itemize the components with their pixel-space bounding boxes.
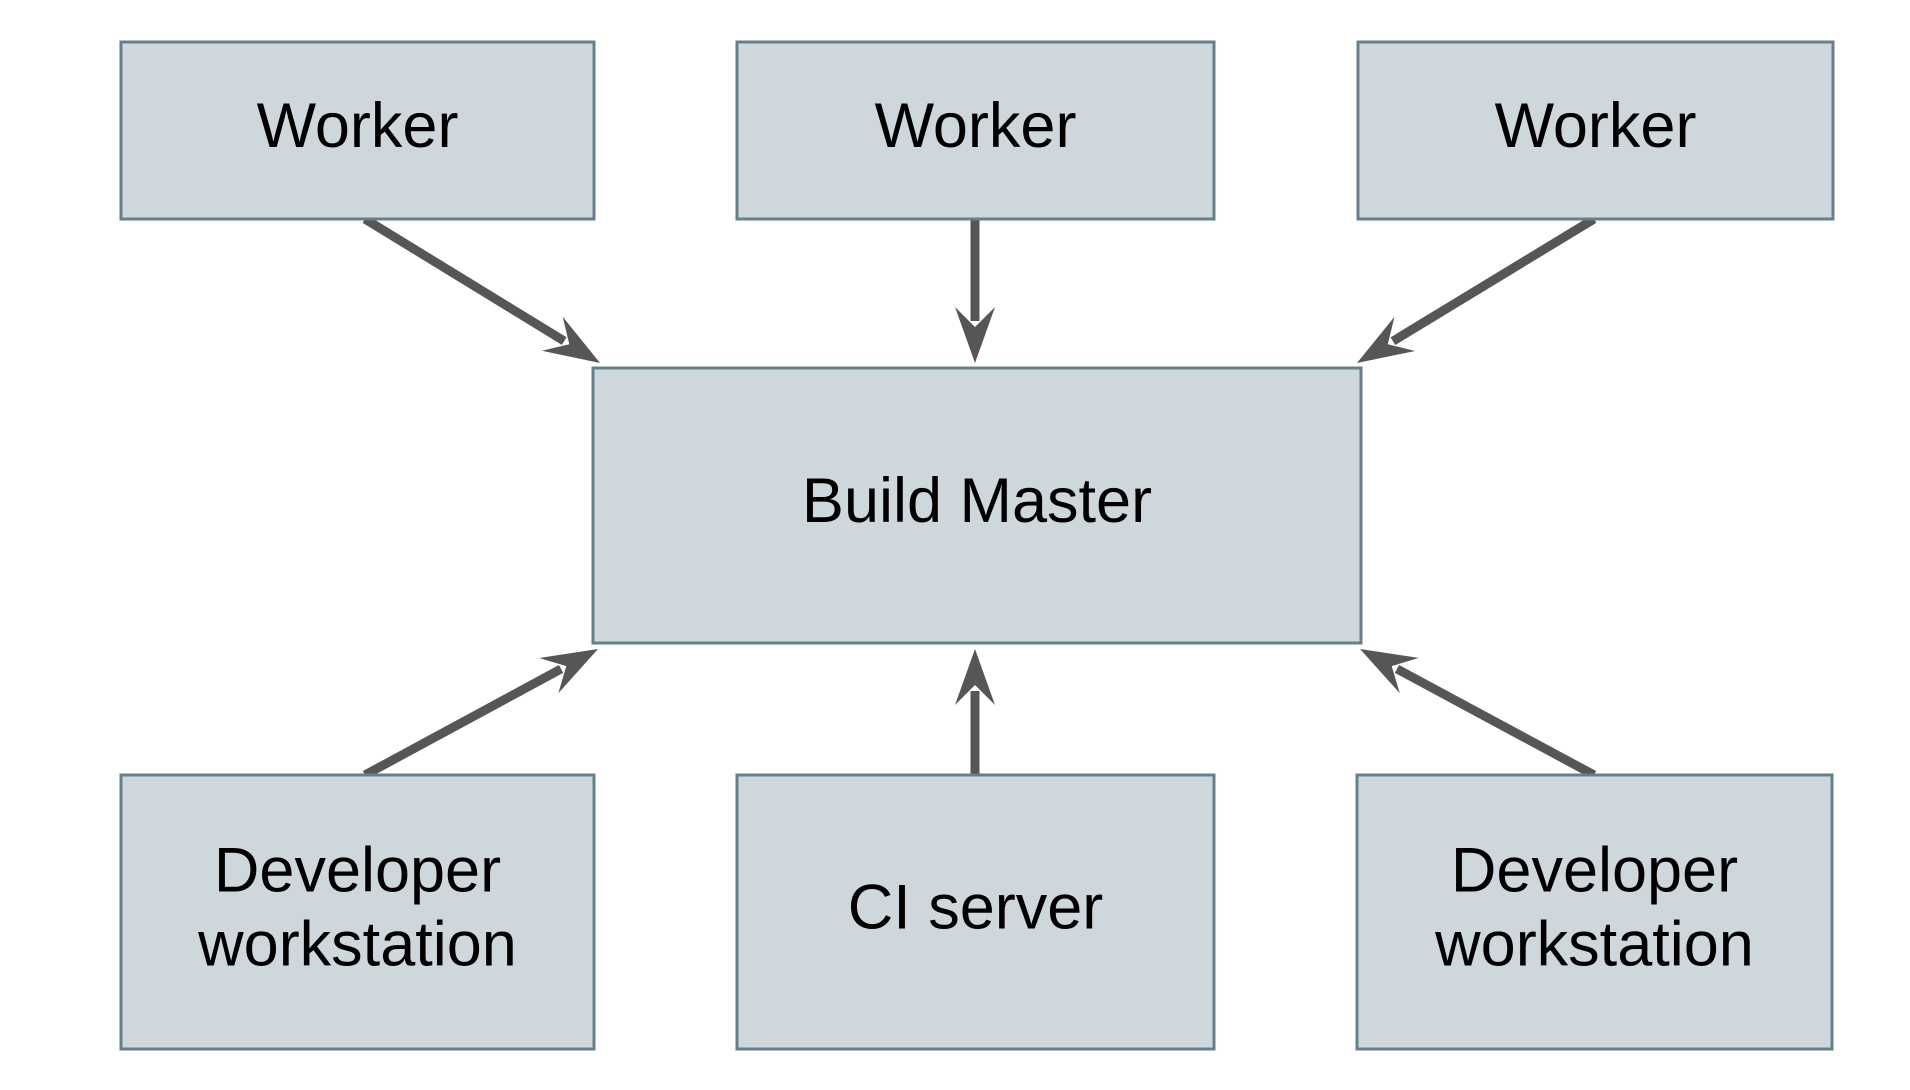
node-box[interactable] bbox=[735, 40, 1216, 221]
edge-dev-right-to-build-master bbox=[1360, 649, 1597, 779]
edge-line bbox=[1394, 664, 1597, 779]
node-box[interactable] bbox=[591, 366, 1363, 645]
edge-line bbox=[362, 665, 564, 779]
arrow-head-icon bbox=[1357, 316, 1416, 363]
arrow-head-icon bbox=[955, 649, 995, 705]
arrow-head-icon bbox=[1360, 649, 1419, 694]
node-label-line-1: Developer bbox=[1451, 836, 1738, 906]
node-box[interactable] bbox=[119, 40, 596, 221]
node-box[interactable] bbox=[119, 773, 596, 1051]
edge-worker-center-to-build-master bbox=[955, 219, 995, 363]
edge-worker-right-to-build-master bbox=[1357, 215, 1597, 363]
edge-line bbox=[1390, 215, 1597, 346]
arrow-head-icon bbox=[541, 316, 600, 363]
node-worker-right[interactable]: Worker bbox=[1356, 40, 1835, 221]
edge-line bbox=[362, 215, 567, 345]
node-worker-left[interactable]: Worker bbox=[119, 40, 596, 221]
node-box[interactable] bbox=[735, 773, 1216, 1051]
node-label: Build Master bbox=[802, 466, 1152, 536]
edge-dev-left-to-build-master bbox=[362, 649, 598, 779]
edges-layer bbox=[362, 215, 1597, 779]
node-box[interactable] bbox=[1355, 773, 1834, 1051]
node-ci-server[interactable]: CI server bbox=[735, 773, 1216, 1051]
arrow-head-icon bbox=[955, 307, 995, 363]
node-build-master[interactable]: Build Master bbox=[591, 366, 1363, 645]
arrow-head-icon bbox=[539, 649, 598, 694]
node-label-line-2: workstation bbox=[197, 910, 517, 980]
edge-ci-server-to-build-master bbox=[955, 649, 995, 775]
node-label: CI server bbox=[848, 873, 1104, 943]
node-worker-center[interactable]: Worker bbox=[735, 40, 1216, 221]
node-label: Worker bbox=[1495, 91, 1697, 161]
node-label: Worker bbox=[257, 91, 459, 161]
node-box[interactable] bbox=[1356, 40, 1835, 221]
node-label-line-1: Developer bbox=[214, 836, 501, 906]
node-label: Worker bbox=[875, 91, 1077, 161]
node-label-line-2: workstation bbox=[1434, 910, 1754, 980]
edge-worker-left-to-build-master bbox=[362, 215, 600, 363]
